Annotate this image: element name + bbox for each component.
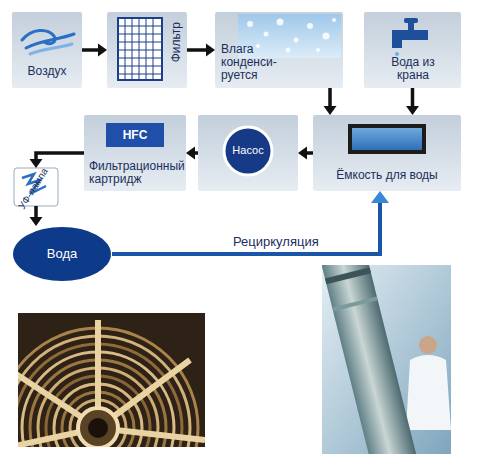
- connector-line: [36, 153, 84, 160]
- tube-band: [325, 267, 371, 284]
- arrow-head: [406, 106, 419, 115]
- flow-connector: [30, 153, 85, 168]
- faucet-stem: [408, 22, 414, 30]
- flow-connector: [30, 206, 43, 226]
- arrow-head: [98, 44, 107, 57]
- arrow-head: [30, 217, 43, 226]
- node-label: Воздух: [12, 65, 82, 78]
- node-sublabel: Фильтрационный картридж: [89, 160, 185, 186]
- drop: [247, 21, 253, 27]
- flow-connector: [324, 88, 337, 115]
- connector-line: [306, 151, 313, 155]
- hfc-plate: [106, 123, 164, 147]
- drop: [307, 23, 313, 29]
- drop: [277, 19, 284, 26]
- connector-line: [82, 48, 99, 52]
- output-ellipse: Вода: [12, 226, 112, 282]
- membrane-core: [78, 408, 118, 447]
- drop: [332, 18, 336, 22]
- ellipse-outline: [13, 227, 111, 281]
- drop: [256, 44, 260, 48]
- cartridge-box: HFC Фильтрационный картридж: [84, 115, 186, 191]
- membrane-tube: [322, 265, 418, 454]
- tank-frame: [348, 124, 426, 154]
- flow-connector: [186, 147, 198, 160]
- flow-connector: [82, 44, 107, 57]
- drop: [286, 48, 291, 53]
- node-label: HFC: [106, 123, 164, 147]
- drop: [316, 48, 320, 52]
- arrow-head: [324, 106, 337, 115]
- connector-line: [328, 88, 332, 107]
- drop: [264, 32, 269, 37]
- connector-line: [187, 48, 207, 52]
- grid-frame: [118, 18, 162, 80]
- node-label: Насос: [198, 144, 298, 157]
- flow-connector: [187, 44, 215, 57]
- tank-water: [352, 128, 422, 150]
- grid-lines: [118, 18, 162, 80]
- arrow-head: [371, 191, 389, 203]
- lab-photo: [322, 265, 451, 454]
- drop: [294, 38, 299, 43]
- flow-connector: [298, 147, 313, 160]
- arrow-head: [206, 44, 215, 57]
- connector-line: [34, 206, 38, 218]
- node-label: Ёмкость для воды: [313, 169, 461, 182]
- node-label: Фильтр: [170, 22, 183, 62]
- tube-band: [332, 296, 378, 311]
- filter-grid: [118, 18, 162, 80]
- edge-label: Рециркуляция: [233, 234, 319, 249]
- membrane-ring: [18, 336, 190, 447]
- membrane-ring: [18, 328, 198, 447]
- membrane-hole: [88, 418, 108, 438]
- node-label: Вода: [12, 247, 112, 260]
- drop: [323, 33, 330, 40]
- connector-line: [411, 88, 415, 107]
- connector-line: [112, 202, 380, 254]
- person-head: [419, 336, 437, 354]
- membrane-ring: [70, 400, 126, 447]
- membrane-photo: [18, 313, 205, 447]
- node-label: Вода из крана: [378, 56, 448, 82]
- flow-connector: [406, 88, 419, 115]
- arrow-head: [186, 147, 195, 160]
- tank-window: [348, 124, 426, 154]
- person-coat: [406, 355, 451, 430]
- node-label: Влага конденси- руется: [221, 43, 293, 82]
- flow-connector: [112, 191, 389, 254]
- arrow-head: [298, 147, 307, 160]
